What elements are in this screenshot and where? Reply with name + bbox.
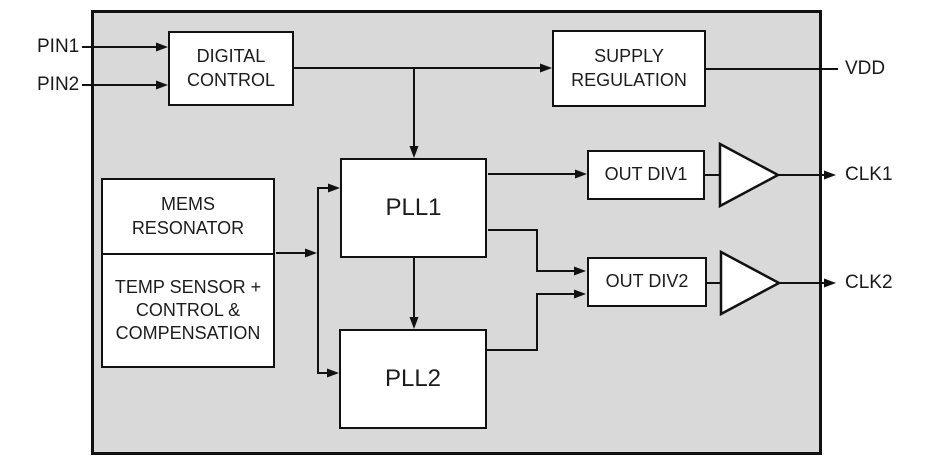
arrowhead-icon	[540, 63, 552, 73]
pll2-label: PLL2	[384, 364, 442, 392]
pll2-block: PLL2	[339, 329, 487, 429]
clk2-label: CLK2	[845, 272, 893, 293]
pin2-label: PIN2	[37, 74, 80, 95]
digital-control-block: DIGITAL CONTROL	[168, 31, 294, 106]
vdd-label: VDD	[845, 58, 886, 79]
clk1-label: CLK1	[845, 164, 893, 185]
mems-resonator-block: MEMS RESONATOR TEMP SENSOR + CONTROL & C…	[101, 178, 275, 368]
wire-pll2-to-outdiv2	[487, 293, 575, 351]
output-buffer-icon	[719, 249, 782, 317]
temp-sensor-label: TEMP SENSOR + CONTROL & COMPENSATION	[114, 276, 262, 344]
arrowhead-icon	[409, 146, 419, 158]
arrowhead-icon	[327, 368, 339, 378]
pin1-label: PIN1	[37, 36, 80, 57]
pll1-label: PLL1	[385, 193, 442, 221]
supply-regulation-label: SUPPLY REGULATION	[571, 46, 687, 90]
pll1-block: PLL1	[340, 158, 487, 258]
mems-resonator-label: MEMS RESONATOR	[131, 194, 245, 238]
arrowhead-icon	[824, 278, 836, 288]
mems-resonator-section: MEMS RESONATOR	[103, 180, 273, 255]
supply-regulation-block: SUPPLY REGULATION	[552, 30, 706, 107]
arrowhead-icon	[574, 266, 586, 276]
arrowhead-icon	[156, 42, 168, 52]
output-buffer-icon	[718, 141, 781, 209]
out-div1-block: OUT DIV1	[587, 150, 705, 200]
out-div2-label: OUT DIV2	[605, 271, 689, 292]
out-div1-label: OUT DIV1	[604, 164, 688, 185]
arrowhead-icon	[305, 248, 317, 258]
arrowhead-icon	[328, 183, 340, 193]
arrowhead-icon	[574, 289, 586, 299]
temp-sensor-section: TEMP SENSOR + CONTROL & COMPENSATION	[103, 255, 273, 366]
digital-control-label: DIGITAL CONTROL	[186, 46, 275, 90]
out-div2-block: OUT DIV2	[587, 257, 707, 307]
wire-pll1-to-outdiv2	[488, 229, 574, 272]
arrowhead-icon	[156, 80, 168, 90]
arrowhead-icon	[824, 170, 836, 180]
arrowhead-icon	[575, 169, 587, 179]
arrowhead-icon	[409, 317, 419, 329]
